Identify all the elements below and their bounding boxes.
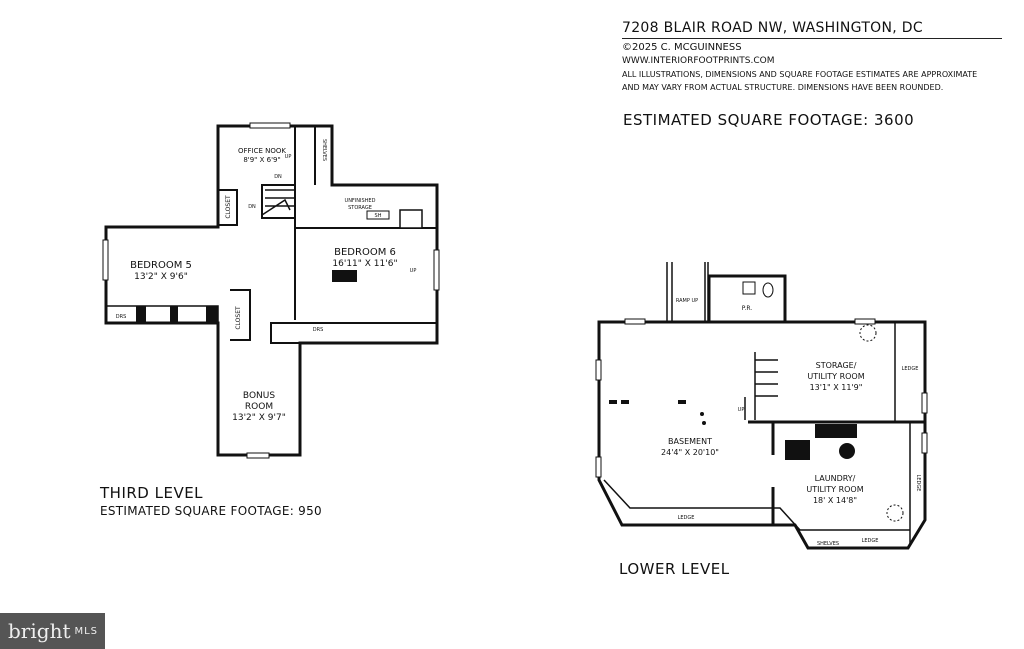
laundry-dim: 18' X 14'8" [813, 496, 857, 505]
closet-label-2: CLOSET [235, 306, 242, 330]
watermark-brand: bright [8, 619, 71, 643]
shelves-label: SHELVES [321, 139, 327, 161]
bedroom-6-dim: 16'11" X 11'6" [332, 259, 397, 269]
office-nook-dim: 8'9" X 6'9" [243, 156, 280, 164]
laundry-label-2: UTILITY ROOM [806, 485, 863, 494]
shelves-label: SHELVES [817, 541, 839, 547]
ledge-label-1: LEDGE [902, 366, 919, 372]
closet-label-1: CLOSET [225, 195, 232, 219]
bonus-room-dim: 13'2" X 9'7" [232, 413, 286, 423]
ledge-label-3: LEDGE [678, 515, 695, 521]
header-block: 7208 BLAIR ROAD NW, WASHINGTON, DC ©2025… [622, 20, 1002, 92]
bonus-room-label-1: BONUS [243, 391, 275, 401]
ramp-up-label: RAMP UP [676, 298, 698, 304]
up-label: UP [738, 407, 745, 413]
lower-level-plan [595, 262, 928, 550]
up-label: UP [285, 154, 292, 160]
bonus-room-label-2: ROOM [245, 402, 273, 412]
copyright: ©2025 C. MCGUINNESS [622, 42, 742, 53]
storage-label-1: UNFINISHED [345, 198, 376, 204]
third-level-labels: OFFICE NOOK 8'9" X 6'9" SHELVES UP DN DN… [116, 139, 417, 423]
basement-label: BASEMENT [668, 437, 712, 446]
lower-level-title: LOWER LEVEL [619, 560, 730, 578]
dn-label: DN [274, 174, 282, 180]
ledge-label-4: LEDGE [862, 538, 879, 544]
storage-label-2: UTILITY ROOM [807, 372, 864, 381]
disclaimer-1: ALL ILLUSTRATIONS, DIMENSIONS AND SQUARE… [622, 70, 978, 79]
disclaimer-2: AND MAY VARY FROM ACTUAL STRUCTURE. DIME… [622, 83, 944, 92]
storage-label-1: STORAGE/ [816, 361, 857, 370]
bedroom-5-label: BEDROOM 5 [130, 260, 192, 271]
bedroom-6-label: BEDROOM 6 [334, 247, 396, 258]
laundry-label-1: LAUNDRY/ [815, 474, 856, 483]
basement-dim: 24'4" X 20'10" [661, 448, 719, 457]
storage-label-2: STORAGE [348, 205, 372, 211]
lower-level-labels: RAMP UP P.R. STORAGE/ UTILITY ROOM 13'1"… [661, 298, 921, 547]
ledge-label-2: LEDGE [915, 475, 921, 492]
bright-mls-watermark: bright MLS [0, 613, 105, 649]
storage-dim: 13'1" X 11'9" [810, 383, 863, 392]
drs-label-2: DRS [313, 327, 324, 333]
dn-label-2: DN [248, 204, 256, 210]
sh-label: SH [375, 213, 382, 219]
up-label-2: UP [410, 268, 417, 274]
third-level-sqft: ESTIMATED SQUARE FOOTAGE: 950 [100, 504, 322, 518]
third-level-plan [102, 122, 440, 459]
address: 7208 BLAIR ROAD NW, WASHINGTON, DC [622, 20, 1002, 39]
bedroom-5-dim: 13'2" X 9'6" [134, 272, 188, 282]
watermark-suffix: MLS [74, 625, 99, 637]
third-level-title: THIRD LEVEL [100, 484, 204, 502]
drs-label-1: DRS [116, 314, 127, 320]
total-sqft: ESTIMATED SQUARE FOOTAGE: 3600 [623, 111, 915, 129]
office-nook-label: OFFICE NOOK [238, 147, 286, 155]
powder-room-label: P.R. [742, 305, 753, 312]
website: WWW.INTERIORFOOTPRINTS.COM [622, 56, 775, 66]
